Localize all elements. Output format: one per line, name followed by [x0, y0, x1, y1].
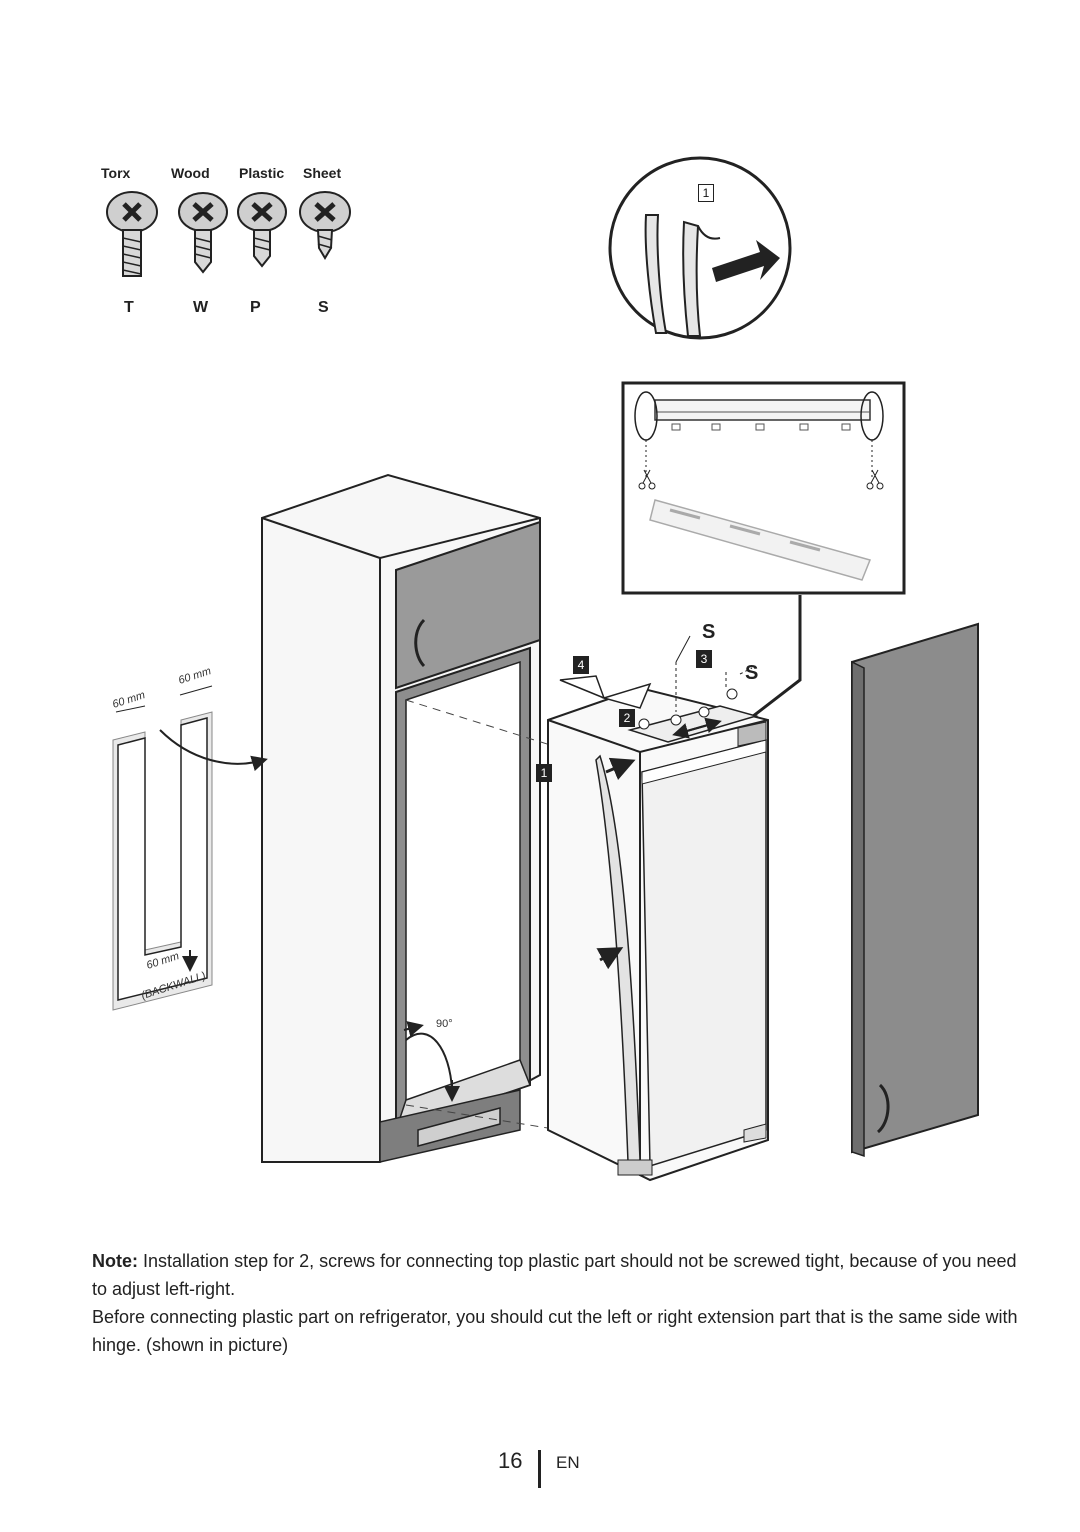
screw-illustrations [106, 191, 351, 277]
plastic-part-detail-box [621, 381, 906, 595]
footer-divider [538, 1450, 541, 1488]
screw-name-plastic: Plastic [239, 165, 285, 181]
cabinet-upper-door [395, 520, 541, 690]
move-arrow-icon [559, 675, 606, 700]
top-plastic-part [627, 705, 759, 743]
screw-code-t: T [124, 299, 134, 316]
installation-illustration [112, 156, 979, 1182]
step-badge-detail-1: 1 [698, 184, 714, 202]
upper-door-handle [414, 618, 426, 668]
screw-code-s: S [318, 299, 329, 316]
top-hinge [737, 721, 767, 747]
note-label: Note: [92, 1251, 138, 1271]
kitchen-cabinet [261, 473, 541, 1163]
door-panel-handle [876, 1083, 890, 1134]
scissors-icon [638, 469, 656, 490]
step-badge-3: 3 [696, 650, 712, 668]
note-line-1: Installation step for 2, screws for conn… [92, 1251, 1017, 1299]
ventilation-grille [417, 1107, 501, 1147]
page-number: 16 [498, 1448, 523, 1473]
sheet-screw-label: S [702, 621, 716, 643]
step-badge-1: 1 [536, 764, 552, 782]
torx-screw-icon [106, 191, 158, 277]
scissors-icon [866, 469, 884, 490]
refrigerator [547, 635, 769, 1182]
step-badge-4: 4 [573, 656, 589, 674]
bottom-hinge [743, 1123, 767, 1143]
screw-code-p: P [250, 299, 261, 316]
pull-arrow-icon [712, 240, 780, 282]
furniture-door-panel [851, 622, 979, 1158]
sheet-screw-icon [299, 191, 351, 260]
language-code: EN [556, 1453, 580, 1472]
installation-note: Note: Installation step for 2, screws fo… [92, 1247, 1022, 1359]
note-line-2: Before connecting plastic part on refrig… [92, 1307, 1018, 1355]
step-badge-2: 2 [619, 709, 635, 727]
wood-screw-icon [178, 192, 228, 274]
note-paragraph-1: Note: Installation step for 2, screws fo… [92, 1247, 1022, 1303]
sheet-screw-label: S [745, 662, 759, 684]
seal-detail-circle [608, 156, 792, 340]
screw-name-wood: Wood [171, 165, 210, 181]
screw-name-sheet: Sheet [303, 165, 342, 181]
angle-label: 90° [436, 1018, 453, 1030]
plastic-screw-icon [237, 192, 287, 268]
screw-name-torx: Torx [101, 165, 131, 181]
screw-code-w: W [193, 299, 209, 316]
backwall-cutout [112, 685, 268, 1011]
